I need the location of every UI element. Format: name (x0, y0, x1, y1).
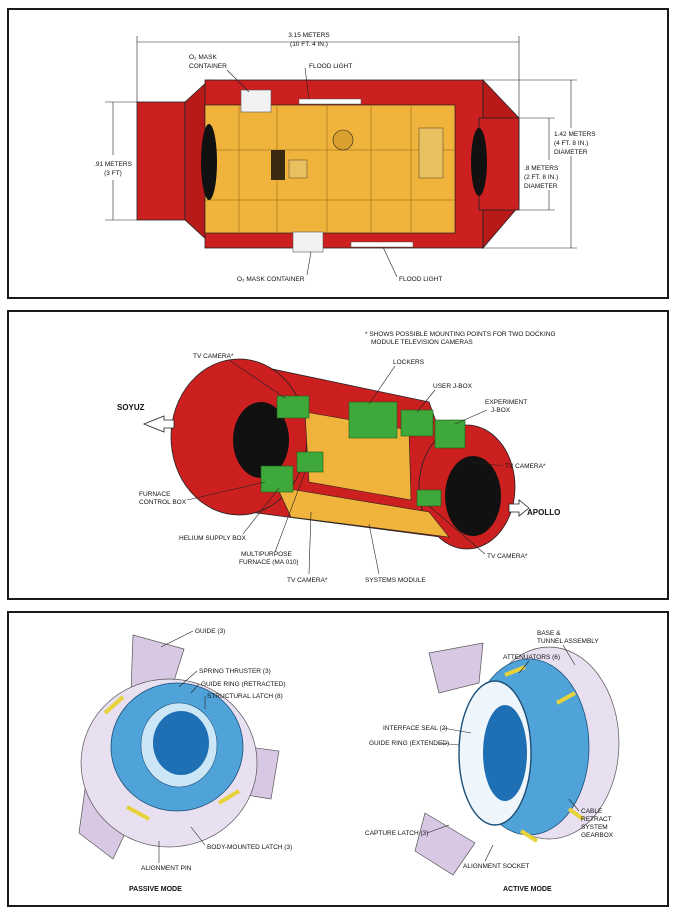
base-tunnel-label-2: TUNNEL ASSEMBLY (537, 638, 599, 645)
experiment-jbox-label-1: EXPERIMENT (485, 399, 527, 406)
user-jbox-label: USER J-BOX (433, 383, 473, 390)
docking-mechanism-diagram: GUIDE (3) SPRING THRUSTER (3) GUIDE RING… (78, 628, 620, 893)
soyuz-label: SOYUZ (117, 403, 145, 412)
passive-mode-label: PASSIVE MODE (129, 886, 182, 893)
module-interior-panel: SOYUZ APOLLO * SHOWS POSSIBLE MOUNTING P… (7, 310, 669, 600)
cable-retract-label-1: CABLE (581, 808, 603, 815)
flood-light-bottom (350, 241, 414, 248)
end-height-label: .91 METERS (94, 161, 133, 168)
cable-retract-label-4: GEARBOX (581, 832, 614, 839)
tv-camera-bottom-label: TV CAMERA* (287, 577, 328, 584)
user-jbox (400, 409, 434, 437)
top-view-panel: 3.15 METERS (10 FT. 4 IN.) .91 METERS (3… (7, 8, 669, 299)
o2-mask-container-top (240, 89, 272, 113)
passive-docking-mechanism (78, 634, 280, 860)
base-tunnel-label-1: BASE & (537, 630, 561, 637)
guide-ring-retracted-label: GUIDE RING (RETRACTED) (201, 681, 286, 688)
o2-mask-container-bottom (292, 231, 324, 253)
outer-diameter-label: 1.42 METERS (554, 131, 596, 138)
multipurpose-label-1: MULTIPURPOSE (241, 551, 292, 558)
overall-length-ft-label: (10 FT. 4 IN.) (290, 41, 328, 48)
inner-diameter-word: DIAMETER (524, 183, 558, 190)
structural-latch-label: STRUCTURAL LATCH (8) (207, 693, 283, 700)
interface-seal-label: INTERFACE SEAL (2) (383, 725, 447, 732)
tv-camera-top-label: TV CAMERA* (193, 353, 234, 360)
overall-length-dimension: 3.15 METERS (10 FT. 4 IN.) (136, 32, 520, 118)
active-docking-mechanism (414, 642, 620, 876)
apollo-label: APOLLO (527, 508, 560, 517)
alignment-pin-label: ALIGNMENT PIN (141, 865, 192, 872)
multipurpose-label-2: FURNACE (MA 010) (239, 559, 299, 566)
o2-mask-top-label-1: O₂ MASK (189, 54, 217, 61)
footnote-line-2: MODULE TELEVISION CAMERAS (371, 339, 473, 346)
systems-module-label: SYSTEMS MODULE (365, 577, 426, 584)
active-mode-label: ACTIVE MODE (503, 886, 552, 893)
alignment-socket-label: ALIGNMENT SOCKET (463, 863, 529, 870)
lockers-label: LOCKERS (393, 359, 425, 366)
multipurpose-furnace (296, 451, 324, 473)
docking-mechanism-panel: GUIDE (3) SPRING THRUSTER (3) GUIDE RING… (7, 611, 669, 907)
apollo-arrow-icon (508, 499, 530, 517)
overall-length-label: 3.15 METERS (288, 32, 330, 39)
flood-light-top-label: FLOOD LIGHT (309, 63, 352, 70)
furnace-control-label-1: FURNACE (139, 491, 171, 498)
furnace-control-label-2: CONTROL BOX (139, 499, 187, 506)
outer-diameter-dimension: 1.42 METERS (4 FT. 8 IN.) DIAMETER (483, 79, 596, 249)
lockers-box (348, 401, 398, 439)
experiment-jbox-label-2: J-BOX (491, 407, 511, 414)
footnote-line-1: * SHOWS POSSIBLE MOUNTING POINTS FOR TWO… (365, 331, 556, 338)
outer-diameter-word: DIAMETER (554, 149, 588, 156)
guide-ring-extended-label: GUIDE RING (EXTENDED) (369, 740, 449, 747)
o2-mask-top-label-2: CONTAINER (189, 63, 227, 70)
inner-diameter-label: .8 METERS (524, 165, 559, 172)
guide-label: GUIDE (3) (195, 628, 225, 635)
tv-camera-lower (416, 489, 442, 507)
end-height-ft-label: (3 FT) (104, 170, 122, 177)
end-height-dimension: .91 METERS (3 FT) (94, 101, 137, 221)
helium-supply-label: HELIUM SUPPLY BOX (179, 535, 247, 542)
body-mounted-latch-label: BODY-MOUNTED LATCH (3) (207, 844, 292, 851)
spring-thruster-label: SPRING THRUSTER (3) (199, 668, 271, 675)
tv-camera-lower-right-label: TV CAMERA* (487, 553, 528, 560)
inner-diameter-ft-label: (2 FT. 8 IN.) (524, 174, 558, 181)
tv-camera-right-label: TV CAMERA* (505, 463, 546, 470)
flood-light-bottom-label: FLOOD LIGHT (399, 276, 442, 283)
outer-diameter-ft-label: (4 FT. 8 IN.) (554, 140, 588, 147)
inner-diameter-dimension: .8 METERS (2 FT. 8 IN.) DIAMETER (519, 117, 559, 211)
cable-retract-label-2: RETRACT (581, 816, 612, 823)
capture-latch-label: CAPTURE LATCH (3) (365, 830, 428, 837)
o2-mask-bottom-label: O₂ MASK CONTAINER (237, 276, 305, 283)
tv-camera-top-mount (276, 395, 310, 419)
top-view-diagram: 3.15 METERS (10 FT. 4 IN.) .91 METERS (3… (94, 32, 596, 283)
soyuz-arrow-icon (142, 415, 175, 433)
experiment-jbox (434, 419, 466, 449)
cable-retract-label-3: SYSTEM (581, 824, 608, 831)
attenuators-label: ATTENUATORS (6) (503, 654, 560, 661)
flood-light-top (298, 98, 362, 105)
module-interior-diagram: SOYUZ APOLLO * SHOWS POSSIBLE MOUNTING P… (117, 331, 560, 584)
furnace-control-box (260, 465, 294, 493)
docking-module-body (136, 78, 520, 250)
